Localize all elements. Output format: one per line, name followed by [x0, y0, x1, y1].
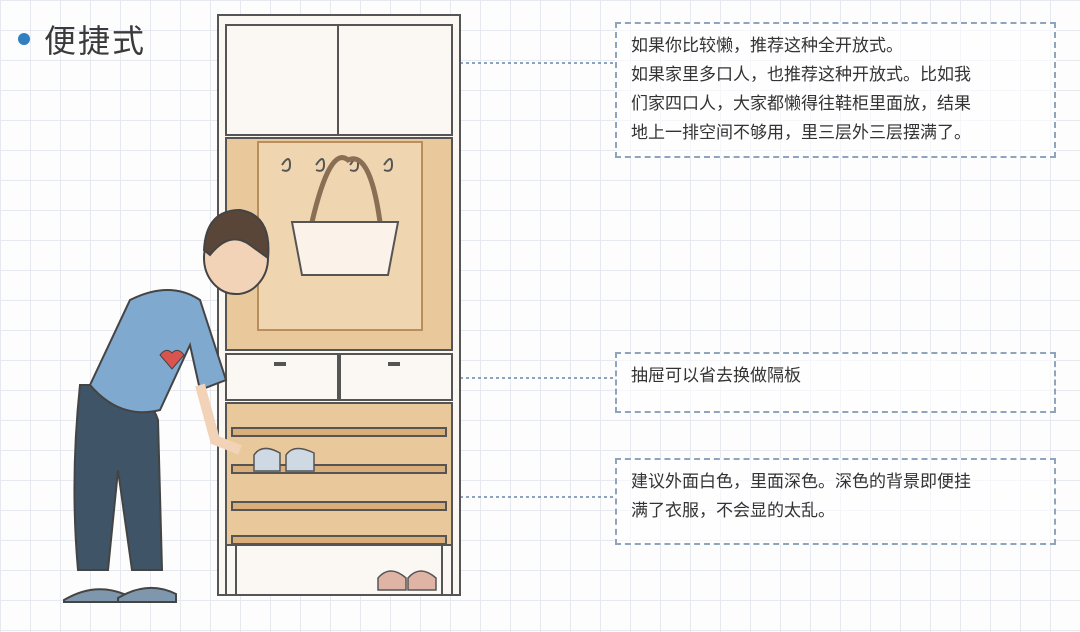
leg-right — [441, 544, 453, 596]
hook-icon — [281, 158, 292, 172]
slipper-left — [63, 588, 125, 603]
leader-lines — [442, 62, 615, 498]
shelf-3 — [231, 501, 447, 511]
note-line: 地上一排空间不够用，里三层外三层摆满了。 — [631, 123, 971, 143]
shelf-2 — [231, 464, 447, 474]
leg-left — [225, 544, 237, 596]
note-line: 们家四口人，大家都懒得往鞋柜里面放，结果 — [631, 94, 971, 114]
note-color: 建议外面白色，里面深色。深色的背景即便挂 满了衣服，不会显的太乱。 — [615, 458, 1056, 545]
upper-door-left — [225, 24, 339, 136]
tote-bag — [290, 155, 400, 276]
title-text: 便捷式 — [44, 22, 147, 60]
shelf-1 — [231, 427, 447, 437]
drawer-left — [225, 353, 339, 401]
cabinet — [217, 14, 461, 596]
shoes — [253, 447, 437, 591]
bullet-icon — [18, 33, 30, 45]
note-line: 抽屉可以省去换做隔板 — [631, 366, 801, 386]
slipper-right — [117, 587, 177, 603]
note-line: 满了衣服，不会显的太乱。 — [631, 501, 835, 521]
note-drawer: 抽屉可以省去换做隔板 — [615, 352, 1056, 413]
upper-door-right — [337, 24, 453, 136]
note-open-style: 如果你比较懒，推荐这种全开放式。 如果家里多口人，也推荐这种开放式。比如我 们家… — [615, 22, 1056, 158]
hook-icon — [383, 158, 394, 172]
drawer-right — [339, 353, 453, 401]
arm — [195, 383, 242, 455]
person — [63, 208, 270, 603]
note-line: 如果家里多口人，也推荐这种开放式。比如我 — [631, 65, 971, 85]
hair — [202, 208, 270, 260]
drawer-handles — [274, 362, 400, 366]
section-title: 便捷式 — [18, 16, 146, 62]
heart-icon — [159, 349, 185, 370]
shelf-4 — [231, 535, 447, 545]
note-line: 如果你比较懒，推荐这种全开放式。 — [631, 36, 903, 56]
hook-icon — [315, 158, 326, 172]
note-line: 建议外面白色，里面深色。深色的背景即便挂 — [631, 472, 971, 492]
